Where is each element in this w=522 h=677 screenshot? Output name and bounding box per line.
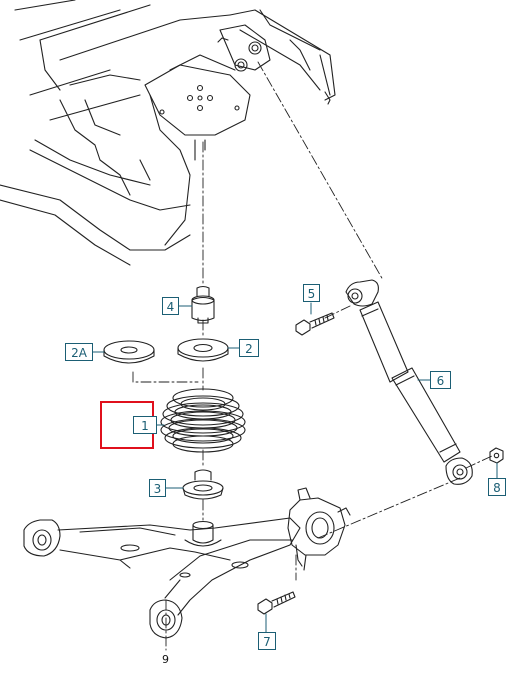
callout-part-7[interactable]: 7 [258, 632, 276, 650]
shock-absorber [345, 279, 473, 485]
spring-pad-2a [103, 340, 155, 364]
figure-reference-number: 9 [162, 653, 169, 666]
hex-nut [489, 447, 504, 464]
assembly-lines [132, 61, 493, 651]
vehicle-body-frame [0, 0, 336, 266]
callout-part-3[interactable]: 3 [149, 479, 166, 497]
callout-part-2[interactable]: 2 [239, 339, 259, 357]
callout-part-2a[interactable]: 2A [65, 343, 93, 361]
callout-part-4[interactable]: 4 [162, 297, 179, 315]
shock-upper-bolt [295, 312, 335, 336]
callout-part-8[interactable]: 8 [488, 478, 506, 496]
callout-part-6[interactable]: 6 [430, 371, 451, 389]
bump-stop [191, 285, 215, 324]
callout-leaders [92, 302, 498, 633]
callout-part-1[interactable]: 1 [133, 416, 157, 434]
lower-spring-seat [182, 469, 224, 500]
coil-spring [160, 388, 246, 453]
upper-spring-pad [177, 338, 229, 362]
lower-bolt [257, 591, 296, 615]
trailing-arm [23, 487, 351, 639]
callout-part-5[interactable]: 5 [303, 284, 320, 302]
